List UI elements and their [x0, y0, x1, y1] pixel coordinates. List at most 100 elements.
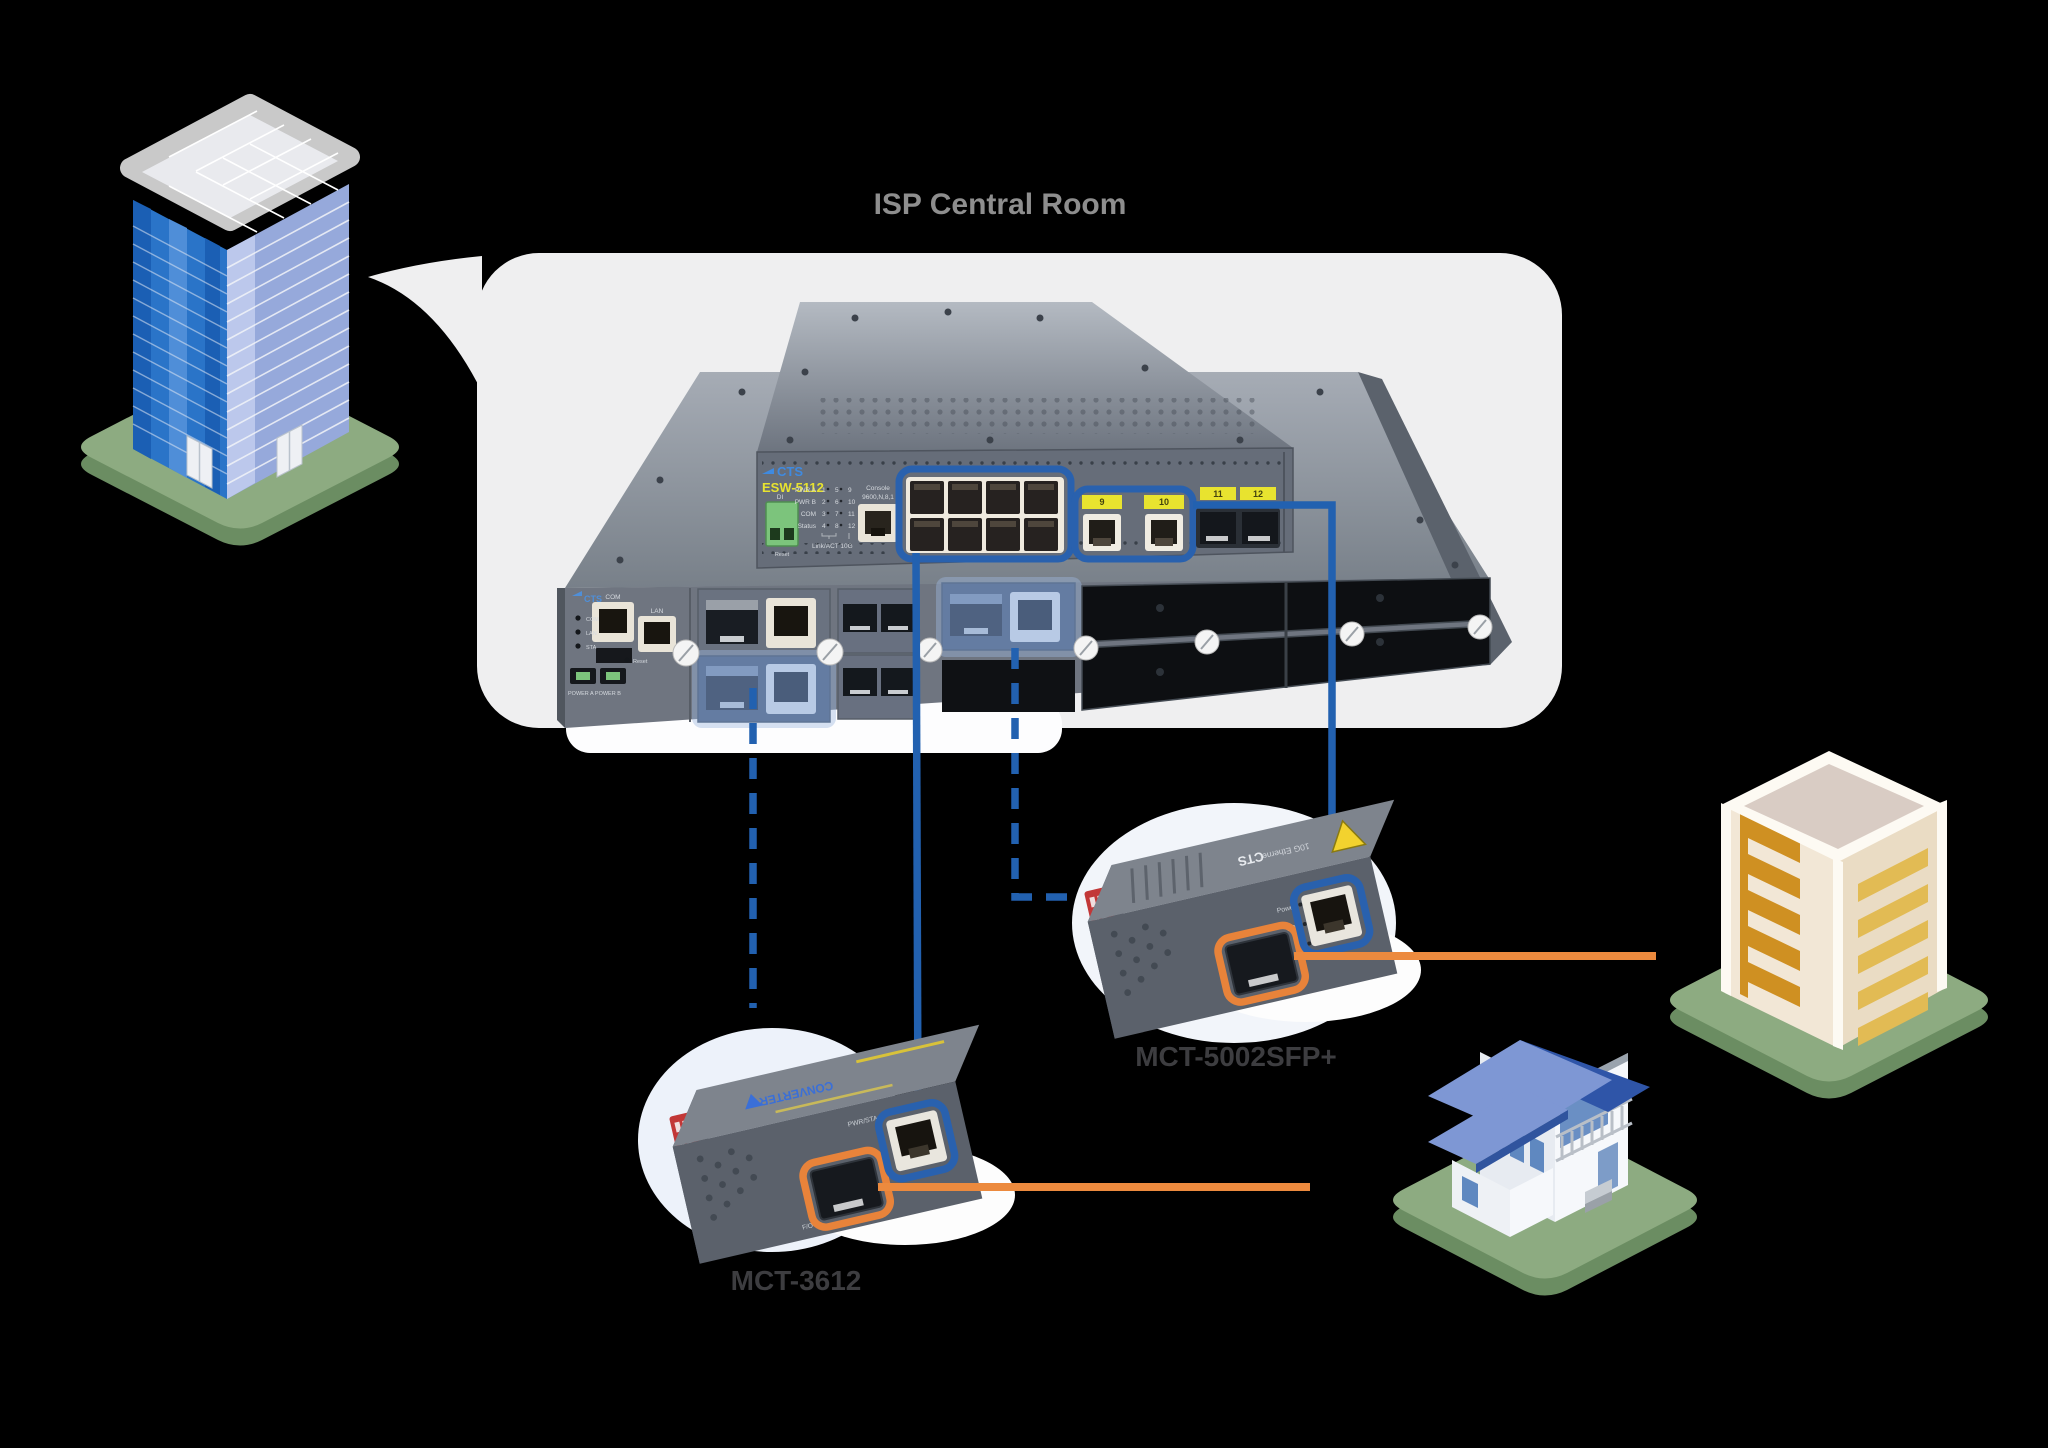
- module-highlight-overlay: [936, 577, 1082, 657]
- fiber-lines: [878, 952, 1656, 1191]
- console-label: Console: [866, 485, 890, 492]
- mct3612-sfp-highlight-ring: [799, 1146, 894, 1231]
- svg-text:10: 10: [848, 499, 856, 506]
- mct5002-rj45-highlight-ring: [1289, 874, 1374, 958]
- office-right-face: [227, 184, 349, 499]
- office-floor-lines-left: [132, 225, 228, 475]
- copper-ports-highlight-box: [895, 465, 1075, 563]
- office-floor-lines: [226, 201, 350, 485]
- chassis-com-label: COM: [605, 594, 620, 601]
- uplink-ports-highlight-box: [1071, 485, 1197, 563]
- svg-text:1: 1: [822, 487, 826, 494]
- mct3612-front-vents: [696, 1148, 758, 1221]
- svg-text:4: 4: [822, 523, 826, 530]
- rj45-pins: [914, 484, 1054, 527]
- house-steps: [1585, 1179, 1612, 1204]
- apartment-windows-right: [1858, 848, 1928, 1046]
- switch-reset-label: Reset: [775, 552, 790, 558]
- chassis-empty-slots: [1081, 577, 1491, 711]
- house-annex-front-wall: [1510, 1168, 1553, 1237]
- empty-slot: [942, 660, 1075, 712]
- switch-copper-ports: [895, 465, 1075, 563]
- switch-console: Console 9600,N,8,1: [858, 485, 898, 542]
- chassis-brand: CTS: [584, 594, 602, 604]
- svg-text:PWR A: PWR A: [795, 487, 817, 494]
- switch-model: ESW-5112: [762, 480, 824, 495]
- switch-di-label: DI: [777, 494, 784, 501]
- office-stripe: [169, 219, 187, 478]
- switch-uplink-ports-9-10: 9 10: [1071, 485, 1197, 563]
- chassis-mgmt-section: CTS COM LAN COM LAN STA Reset POWER A PO…: [568, 591, 676, 697]
- house-annex-window: [1462, 1176, 1478, 1208]
- mct5002-front-vents: [1110, 923, 1172, 997]
- port-11-label-tag: [1200, 487, 1236, 500]
- console-params: 9600,N,8,1: [862, 494, 894, 501]
- office-stripe: [227, 235, 255, 499]
- svg-text:PWR B: PWR B: [795, 499, 816, 506]
- module-link-dashed-to-mct5002: [1011, 648, 1073, 901]
- house-annex-roof: [1428, 1088, 1568, 1164]
- apartment-window-rail: [1740, 812, 1748, 998]
- building-apartment: [1670, 751, 1988, 1099]
- mct5002-sfp-port: [1224, 931, 1299, 996]
- mct3612-top-smalltext-bar: [775, 1083, 893, 1114]
- svg-text:3: 3: [822, 511, 826, 518]
- chassis-reset-label: Reset: [633, 659, 648, 665]
- switch-top-vents: [820, 398, 1260, 434]
- house-balcony-railing: [1555, 1097, 1633, 1163]
- chassis-module-bay2: [837, 588, 919, 720]
- switch-vent-dots-bottom: [762, 543, 892, 554]
- thumbscrew: [1194, 629, 1220, 655]
- mct3612-fo-label: F/O: [802, 1222, 814, 1231]
- module-highlight-overlay: [692, 650, 836, 728]
- copper-link-switch-to-mct3612: [912, 552, 922, 1115]
- mct3612-body: CONVERTER PWR/STA F/O: [669, 1024, 983, 1264]
- mct5002-top-vents: [1130, 852, 1204, 904]
- switch-device: CTS ESW-5112 DI Reset PWR A 1 5 9 PWR B …: [756, 302, 1294, 569]
- chassis-led-sta: STA: [586, 645, 597, 651]
- mct5002-body: CTS 10G Ethernet Power FDX TP: [1084, 799, 1398, 1039]
- house-door: [1598, 1142, 1618, 1196]
- svg-text:Power: Power: [1276, 904, 1297, 915]
- chassis-led-com: COM: [586, 617, 599, 623]
- port-10-label-tag: [1144, 495, 1184, 509]
- switch-sfp-ports-11-12: 11 12: [1196, 487, 1280, 548]
- thumbscrew: [816, 638, 844, 666]
- svg-text:12: 12: [848, 523, 856, 530]
- svg-text:6: 6: [835, 499, 839, 506]
- switch-top-screws: [786, 308, 1244, 444]
- page-title: ISP Central Room: [874, 188, 1127, 221]
- mct3612-top-face: [672, 1024, 980, 1147]
- svg-text:COM: COM: [801, 511, 816, 518]
- chassis-aux-slot: [596, 648, 632, 663]
- svg-text:5: 5: [835, 487, 839, 494]
- svg-text:11: 11: [848, 511, 855, 518]
- apartment-trim: [1721, 803, 1731, 996]
- port-12-label-tag: [1240, 487, 1276, 500]
- svg-text:8: 8: [835, 523, 839, 530]
- port-9-label: 9: [1099, 497, 1104, 507]
- office-stripe: [133, 200, 151, 459]
- chassis-power-label: POWER A POWER B: [568, 691, 621, 697]
- mct5002-brand: CTS: [1236, 849, 1265, 870]
- chassis-module-bay1: [692, 588, 836, 728]
- mct3612-logo-mark: [745, 1093, 763, 1110]
- port-10-label: 10: [1159, 497, 1169, 507]
- chassis-led-lan: LAN: [586, 631, 597, 637]
- mct3612-top-smalltext-bar: [855, 1040, 945, 1064]
- mct3612-rj45-highlight-ring: [874, 1099, 959, 1183]
- chassis-thumbscrews: [672, 614, 1493, 667]
- house-steps: [1585, 1191, 1612, 1213]
- mct3612-sfp-port: [809, 1156, 884, 1221]
- mct5002-converter: CTS 10G Ethernet Power FDX TP: [1072, 799, 1421, 1072]
- port-12-label: 12: [1253, 489, 1263, 499]
- apartment-trim: [1937, 800, 1947, 992]
- apartment-trim: [1833, 858, 1843, 1050]
- port-11-label: 11: [1213, 489, 1223, 499]
- thumbscrew: [1467, 614, 1493, 640]
- svg-text:2: 2: [822, 499, 826, 506]
- chassis-top-screws: [616, 388, 1459, 569]
- building-office: [81, 94, 399, 546]
- chassis-left-cap: [557, 588, 565, 728]
